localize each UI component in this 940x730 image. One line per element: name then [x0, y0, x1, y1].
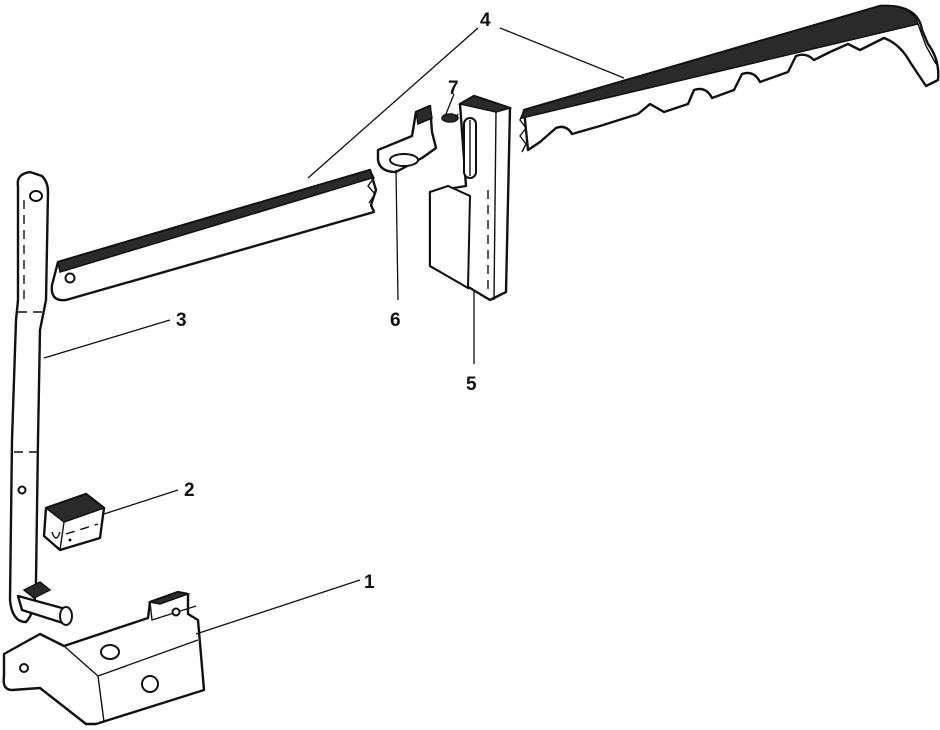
leader-2 — [103, 489, 179, 515]
rack-bar-right — [519, 4, 940, 153]
callout-3: 3 — [176, 310, 187, 331]
mounting-bracket — [2, 590, 206, 726]
callout-4: 4 — [480, 10, 491, 31]
vertical-arm — [8, 170, 73, 626]
callout-7: 7 — [448, 78, 459, 99]
callout-2: 2 — [184, 480, 195, 501]
callout-5: 5 — [466, 374, 477, 395]
leader-3 — [43, 319, 171, 359]
slotted-bracket — [428, 94, 513, 302]
callout-6: 6 — [390, 310, 401, 331]
callout-1: 1 — [364, 572, 375, 593]
leader-6 — [395, 169, 399, 301]
leader-lines — [43, 27, 625, 635]
latch — [376, 104, 438, 174]
leader-1 — [195, 579, 361, 635]
leader-4a — [307, 27, 479, 179]
small-block — [42, 492, 106, 552]
leader-4b — [499, 27, 625, 79]
leader-7 — [445, 93, 455, 115]
rack-bar-left — [50, 168, 378, 302]
spring — [441, 112, 459, 123]
